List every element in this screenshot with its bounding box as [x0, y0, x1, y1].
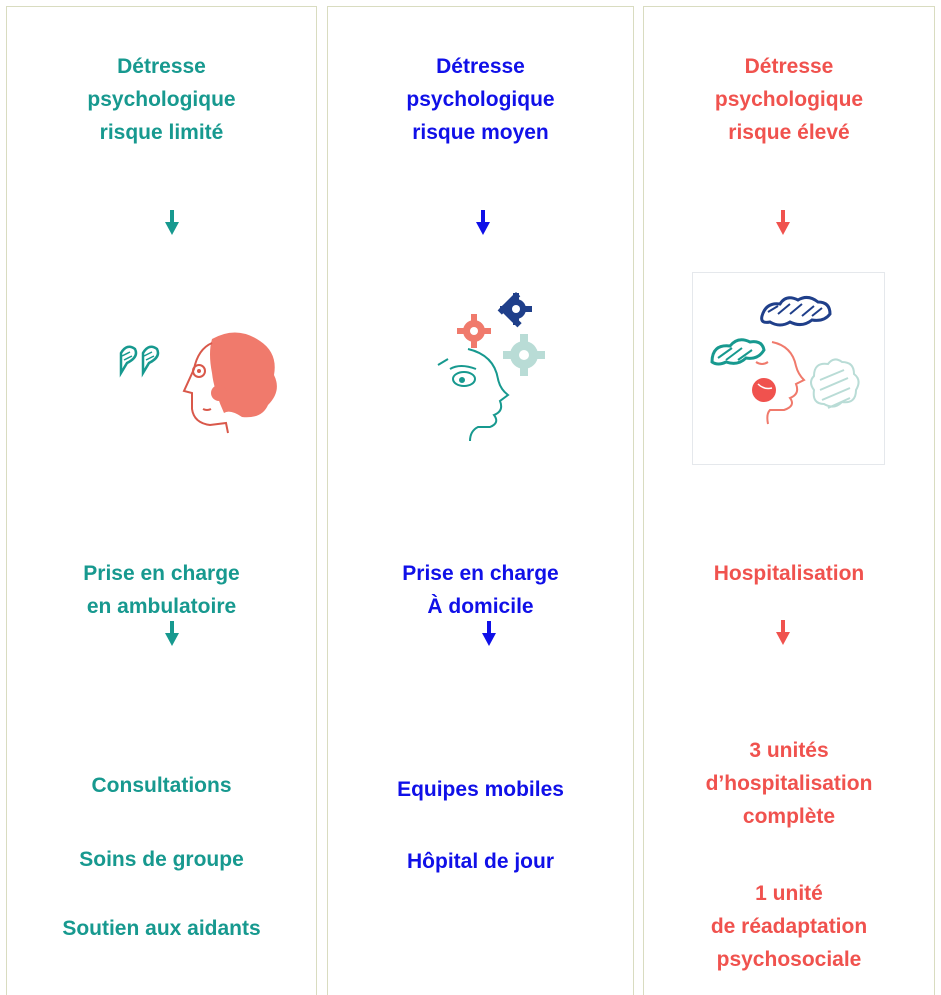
face-with-speech-marks-illustration	[119, 332, 277, 434]
column-low-risk: Détresse psychologique risque limité Pri…	[6, 6, 317, 995]
column-high-risk: Détresse psychologique risque élevé Hosp…	[643, 6, 935, 995]
arrow-down-icon	[476, 210, 490, 235]
arrow-down-icon	[482, 621, 496, 646]
service-item: Consultations	[91, 774, 232, 797]
care-type: Prise en charge À domicile	[402, 562, 559, 618]
column-title: Détresse psychologique risque moyen	[406, 55, 555, 144]
service-item: Hôpital de jour	[407, 850, 554, 873]
care-type: Prise en charge en ambulatoire	[83, 562, 240, 618]
arrow-down-icon	[165, 210, 179, 235]
column-title: Détresse psychologique risque élevé	[714, 55, 864, 144]
head-with-clouds-illustration	[692, 272, 885, 465]
care-type: Hospitalisation	[713, 562, 865, 585]
head-with-gears-illustration	[437, 292, 545, 442]
service-item: Soins de groupe	[79, 848, 244, 871]
service-group: 3 unités d’hospitalisation complète	[705, 739, 873, 828]
column-title: Détresse psychologique risque limité	[87, 55, 236, 144]
arrow-down-icon	[165, 621, 179, 646]
service-item: Equipes mobiles	[397, 778, 564, 801]
column-medium-risk: Détresse psychologique risque moyen Pris…	[327, 6, 634, 995]
service-group: 1 unité de réadaptation psychosociale	[710, 882, 868, 971]
service-item: Soutien aux aidants	[62, 917, 261, 940]
arrow-down-icon	[776, 210, 790, 235]
arrow-down-icon	[776, 620, 790, 645]
